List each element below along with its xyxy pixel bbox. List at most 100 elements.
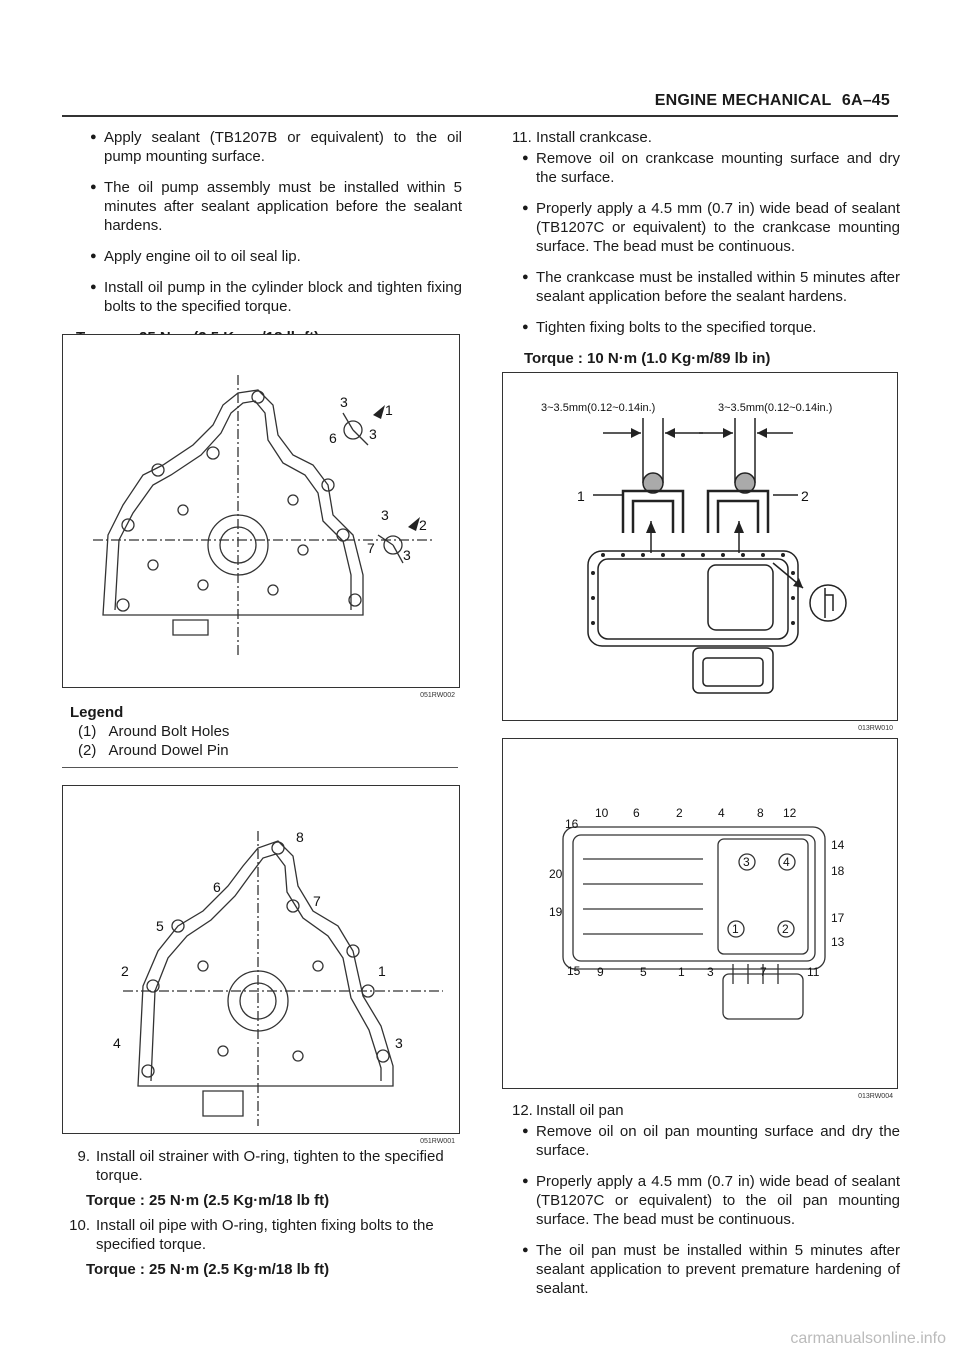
bolt-number: 8: [757, 806, 764, 820]
fig2-label: 8: [296, 829, 304, 845]
bolt-number: 13: [831, 935, 845, 949]
bullet: Tighten fixing bolts to the specified to…: [520, 318, 900, 337]
legend-item: (1) Around Bolt Holes: [76, 722, 450, 741]
page-header: ENGINE MECHANICAL 6A–45: [655, 92, 890, 110]
bullet: The crankcase must be installed within 5…: [520, 268, 900, 306]
bolt-order-drawing: 8 6 7 5 2 1 4 3: [113, 829, 443, 1126]
step-11: 11. Install crankcase.: [512, 128, 900, 147]
figure-code: 013RW004: [858, 1093, 893, 1100]
figure-code: 051RW002: [420, 692, 455, 699]
bullet: Properly apply a 4.5 mm (0.7 in) wide be…: [520, 1172, 900, 1229]
bolt-number: 4: [718, 806, 725, 820]
dimension-label: 3~3.5mm(0.12~0.14in.): [541, 402, 655, 414]
bolt-number: 6: [633, 806, 640, 820]
right-column-step11: 11. Install crankcase. Remove oil on cra…: [512, 128, 900, 368]
fig1-label: 2: [419, 517, 427, 533]
step-text: Install oil strainer with O-ring, tighte…: [96, 1148, 444, 1184]
fig1-label: 1: [385, 402, 393, 418]
bolt-number: 18: [831, 864, 845, 878]
bolt-number: 9: [597, 965, 604, 979]
fig2-label: 3: [395, 1035, 403, 1051]
bolt-number: 17: [831, 911, 845, 925]
fig3-label: 1: [577, 488, 585, 504]
figure-crankcase-sealant-bead: 3~3.5mm(0.12~0.14in.) 3~3.5mm(0.12~0.14i…: [502, 372, 898, 732]
bolt-number: 19: [549, 905, 563, 919]
bead-drawing: 3~3.5mm(0.12~0.14in.) 3~3.5mm(0.12~0.14i…: [541, 402, 847, 694]
step-text: Install oil pan: [536, 1102, 624, 1119]
step-number: 11.: [512, 129, 532, 146]
step-9: 9. Install oil strainer with O-ring, tig…: [62, 1147, 460, 1185]
fig2-label: 7: [313, 893, 321, 909]
torque-spec: Torque : 25 N·m (2.5 Kg·m/18 lb ft): [86, 1192, 330, 1209]
figure-oil-pump-bolt-order: 8 6 7 5 2 1 4 3 051RW001: [62, 785, 460, 1145]
fig2-label: 6: [213, 879, 221, 895]
bolt-number: 3: [707, 965, 714, 979]
bolt-number: 20: [549, 867, 563, 881]
bullet: Properly apply a 4.5 mm (0.7 in) wide be…: [520, 199, 900, 256]
figure-oil-pump-sealant: 3 1 6 3 3 2 7 3 051RW002: [62, 334, 460, 699]
fig3-label: 2: [801, 488, 809, 504]
legend-number: (2): [78, 742, 97, 759]
legend-item: (2) Around Dowel Pin: [76, 741, 450, 760]
bolt-number: 12: [783, 806, 797, 820]
fig1-label: 3: [403, 547, 411, 563]
bolt-number: 16: [565, 817, 579, 831]
legend-title: Legend: [70, 704, 124, 721]
header-rule: [62, 115, 898, 117]
fig1-label: 6: [329, 430, 337, 446]
right-column-step12: 12. Install oil pan Remove oil on oil pa…: [512, 1101, 900, 1310]
dimension-label: 3~3.5mm(0.12~0.14in.): [718, 402, 832, 414]
step-10: 10. Install oil pipe with O-ring, tighte…: [62, 1216, 460, 1254]
bolt-number: 5: [640, 965, 647, 979]
bolt-number: 2: [676, 806, 683, 820]
step-text: Install oil pipe with O-ring, tighten fi…: [96, 1217, 434, 1253]
header-page-number: 6A–45: [841, 92, 890, 109]
figure-code: 051RW001: [420, 1138, 455, 1145]
bullet: The oil pan must be installed within 5 m…: [520, 1241, 900, 1298]
bolt-number: 11: [807, 965, 820, 979]
fig2-label: 1: [378, 963, 386, 979]
fig1-label: 3: [369, 426, 377, 442]
legend-text: Around Dowel Pin: [108, 742, 229, 759]
legend: Legend (1) Around Bolt Holes (2) Around …: [70, 703, 450, 760]
crankcase-bolt-order-drawing: 16 10 6 2 4 8 12 14 18 17 13 20 19 15 9 …: [549, 806, 845, 1020]
bolt-number: 7: [760, 965, 767, 979]
torque-spec: Torque : 25 N·m (2.5 Kg·m/18 lb ft): [86, 1261, 330, 1278]
fig2-label: 4: [113, 1035, 121, 1051]
legend-number: (1): [78, 723, 97, 740]
fig1-label: 3: [381, 507, 389, 523]
fig1-label: 3: [340, 394, 348, 410]
step-number: 9.: [77, 1148, 90, 1165]
fig1-label: 7: [367, 540, 375, 556]
inner-bolt-number: 4: [783, 855, 790, 869]
bolt-number: 15: [567, 964, 581, 978]
inner-bolt-number: 1: [732, 922, 739, 936]
bolt-number: 14: [831, 838, 845, 852]
figure-crankcase-bolt-order: 16 10 6 2 4 8 12 14 18 17 13 20 19 15 9 …: [502, 738, 898, 1100]
step-number: 10.: [69, 1217, 90, 1234]
bullet: Apply engine oil to oil seal lip.: [88, 247, 462, 266]
watermark-footer[interactable]: carmanualsonline.info: [790, 1330, 946, 1347]
bolt-number: 1: [678, 965, 685, 979]
inner-bolt-number: 3: [743, 855, 750, 869]
header-section: ENGINE MECHANICAL: [654, 92, 832, 109]
bullet: Install oil pump in the cylinder block a…: [88, 278, 462, 316]
inner-bolt-number: 2: [782, 922, 789, 936]
fig2-label: 2: [121, 963, 129, 979]
legend-text: Around Bolt Holes: [108, 723, 230, 740]
divider: [62, 767, 458, 768]
bullet: The oil pump assembly must be installed …: [88, 178, 462, 235]
bullet: Apply sealant (TB1207B or equivalent) to…: [88, 128, 462, 166]
oil-pump-drawing: 3 1 6 3 3 2 7 3: [93, 375, 433, 655]
step-text: Install crankcase.: [536, 129, 652, 146]
bullet: Remove oil on crankcase mounting surface…: [520, 149, 900, 187]
figure-code: 013RW010: [858, 725, 893, 732]
steps-9-10: 9. Install oil strainer with O-ring, tig…: [62, 1147, 460, 1279]
left-column-intro: Apply sealant (TB1207B or equivalent) to…: [76, 128, 462, 347]
fig2-label: 5: [156, 918, 164, 934]
step-number: 12.: [512, 1102, 533, 1119]
step-12: 12. Install oil pan: [512, 1101, 900, 1120]
bolt-number: 10: [595, 806, 609, 820]
bullet: Remove oil on oil pan mounting surface a…: [520, 1122, 900, 1160]
torque-spec: Torque : 10 N·m (1.0 Kg·m/89 lb in): [524, 350, 771, 367]
